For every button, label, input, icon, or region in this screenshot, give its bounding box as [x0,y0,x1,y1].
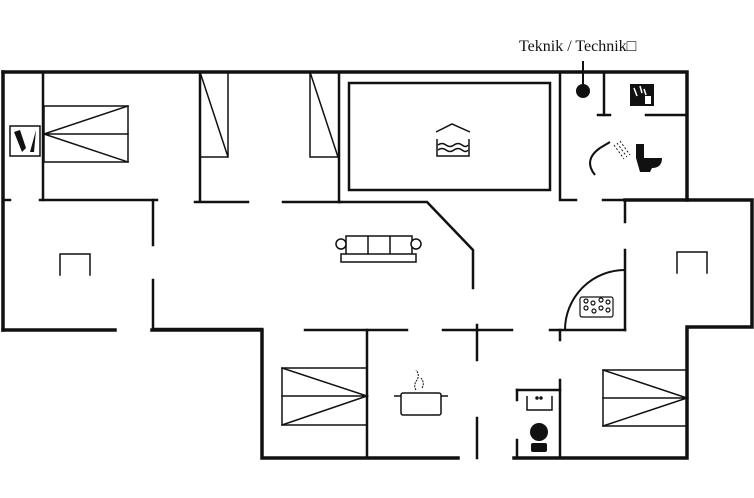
bed-se [602,369,690,427]
pool-basin [347,81,552,192]
sofa-icon [335,235,422,263]
outer-walls [1,70,754,460]
door-swing-arc [563,268,627,332]
whirlpool-icon [579,296,614,318]
wardrobe-2 [309,71,339,158]
shower-icon [589,140,631,176]
sink-icon [526,396,553,411]
stove-icon [676,251,708,274]
toilet-icon [636,144,662,172]
indoor-pool-icon [435,123,471,157]
technical-installation-icon [576,84,590,98]
stove-icon [59,253,91,276]
bed-sw [281,367,370,426]
wardrobe-1 [199,71,229,158]
bed-nw [43,105,129,163]
fireplace-icon [9,125,41,157]
sauna-icon [630,84,654,106]
interior-walls [1,70,689,460]
washing-machine-icon [530,423,548,452]
cooking-pot-icon [394,369,448,416]
technical-room-label: Teknik / Technik□ [519,38,637,55]
